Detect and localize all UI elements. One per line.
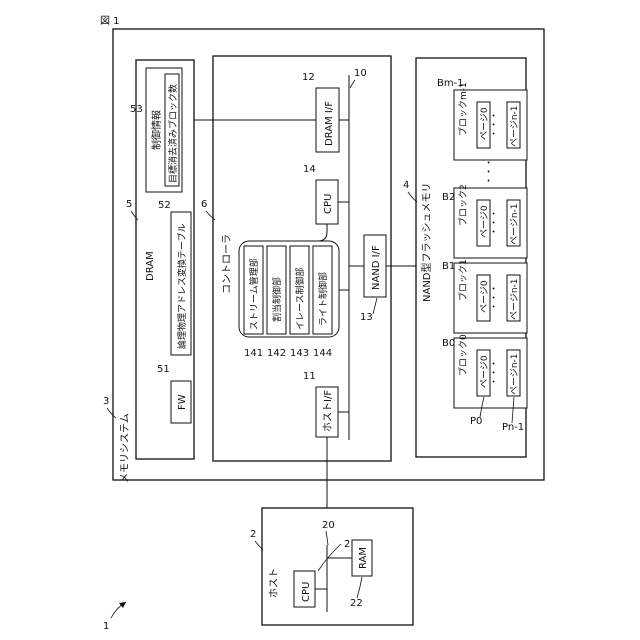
host-if-label: ホストI/F [322,390,334,432]
control-info-title: 制御情報 [150,110,163,150]
block-ref: Bm-1 [437,78,464,89]
svg-text:ページn-1: ページn-1 [510,204,520,246]
svg-text:ライト制御部: ライト制御部 [317,272,329,326]
svg-text:ページn-1: ページn-1 [510,279,520,321]
host-cpu-label: CPU [301,582,312,602]
host-if-ref: 11 [303,371,316,382]
block-ref: B2 [442,192,455,203]
page-last-ref: Pn-1 [502,422,524,433]
svg-text:ストリーム管理部: ストリーム管理部 [248,258,260,330]
dram-ref: 5 [126,199,132,210]
memory-system-label: メモリシステム [119,413,131,483]
system-ref-arrowhead [119,602,126,608]
controller-bus-ref: 10 [354,68,367,79]
block-ref: B0 [442,338,455,349]
svg-text:ページn-1: ページn-1 [510,106,520,148]
nand-flash-ref: 4 [403,180,409,191]
dram-if-label: DRAM I/F [324,101,335,146]
memory-system-ref: 3 [103,396,109,407]
svg-text:・・・: ・・・ [490,111,500,138]
controller-ref: 6 [201,199,207,210]
fw-label: FW [177,394,188,410]
nand-flash-label: NAND型フラッシュメモリ [420,182,433,302]
svg-text:ブロック1: ブロック1 [457,259,469,301]
svg-text:・・・: ・・・ [490,284,500,311]
svg-text:・・・: ・・・ [490,359,500,386]
svg-text:ページ0: ページ0 [480,107,490,140]
target-erased-blocks-label: 目標消去済みブロック数 [167,84,179,183]
host-bus-ref: 20 [322,520,335,531]
unit-ref: 141 [244,348,263,359]
system-ref: 1 [103,621,109,632]
svg-text:イレース制御部: イレース制御部 [294,267,306,330]
host-ram-ref: 22 [350,598,363,609]
controller-cpu-ref: 14 [303,164,316,175]
svg-text:ページ0: ページ0 [480,205,490,238]
svg-text:ブロック0: ブロック0 [457,334,469,376]
nand-if-ref: 13 [360,312,373,323]
nand-if-label: NAND I/F [371,245,382,290]
control-info-ref: 53 [130,104,143,115]
svg-text:ブロックm-1: ブロックm-1 [457,82,469,136]
nand-block-b0: ブロック0 ページ0 ・・・ ページn-1 B0 [442,334,527,408]
nand-block-b2: ブロック2 ページ0 ・・・ ページn-1 B2 [442,184,527,258]
svg-text:ページ0: ページ0 [480,280,490,313]
dram-if-ref: 12 [302,72,315,83]
host-ram-label: RAM [358,547,369,569]
fw-ref: 51 [157,364,170,375]
controller-cpu-label: CPU [323,194,334,214]
figure-label: 図 1 [100,15,120,27]
svg-text:ページ0: ページ0 [480,355,490,388]
unit-ref: 143 [290,348,309,359]
l2p-table-label: 論理物理アドレス変換テーブル [176,224,188,349]
svg-text:割当制御部: 割当制御部 [271,277,283,322]
svg-text:ページn-1: ページn-1 [510,354,520,396]
svg-text:ブロック2: ブロック2 [457,184,469,226]
host-ref: 2 [250,529,256,540]
controller-label: コントローラ [221,234,233,294]
page-first-ref: P0 [470,416,482,427]
l2p-table-ref: 52 [158,200,171,211]
unit-ref: 142 [267,348,286,359]
host-box [262,508,413,625]
nand-block-b1: ブロック1 ページ0 ・・・ ページn-1 B1 [442,259,527,333]
dram-label: DRAM [145,251,156,281]
block-ref: B1 [442,261,455,272]
unit-ref: 144 [313,348,332,359]
svg-text:・・・: ・・・ [490,209,500,236]
host-label: ホスト [268,568,280,598]
